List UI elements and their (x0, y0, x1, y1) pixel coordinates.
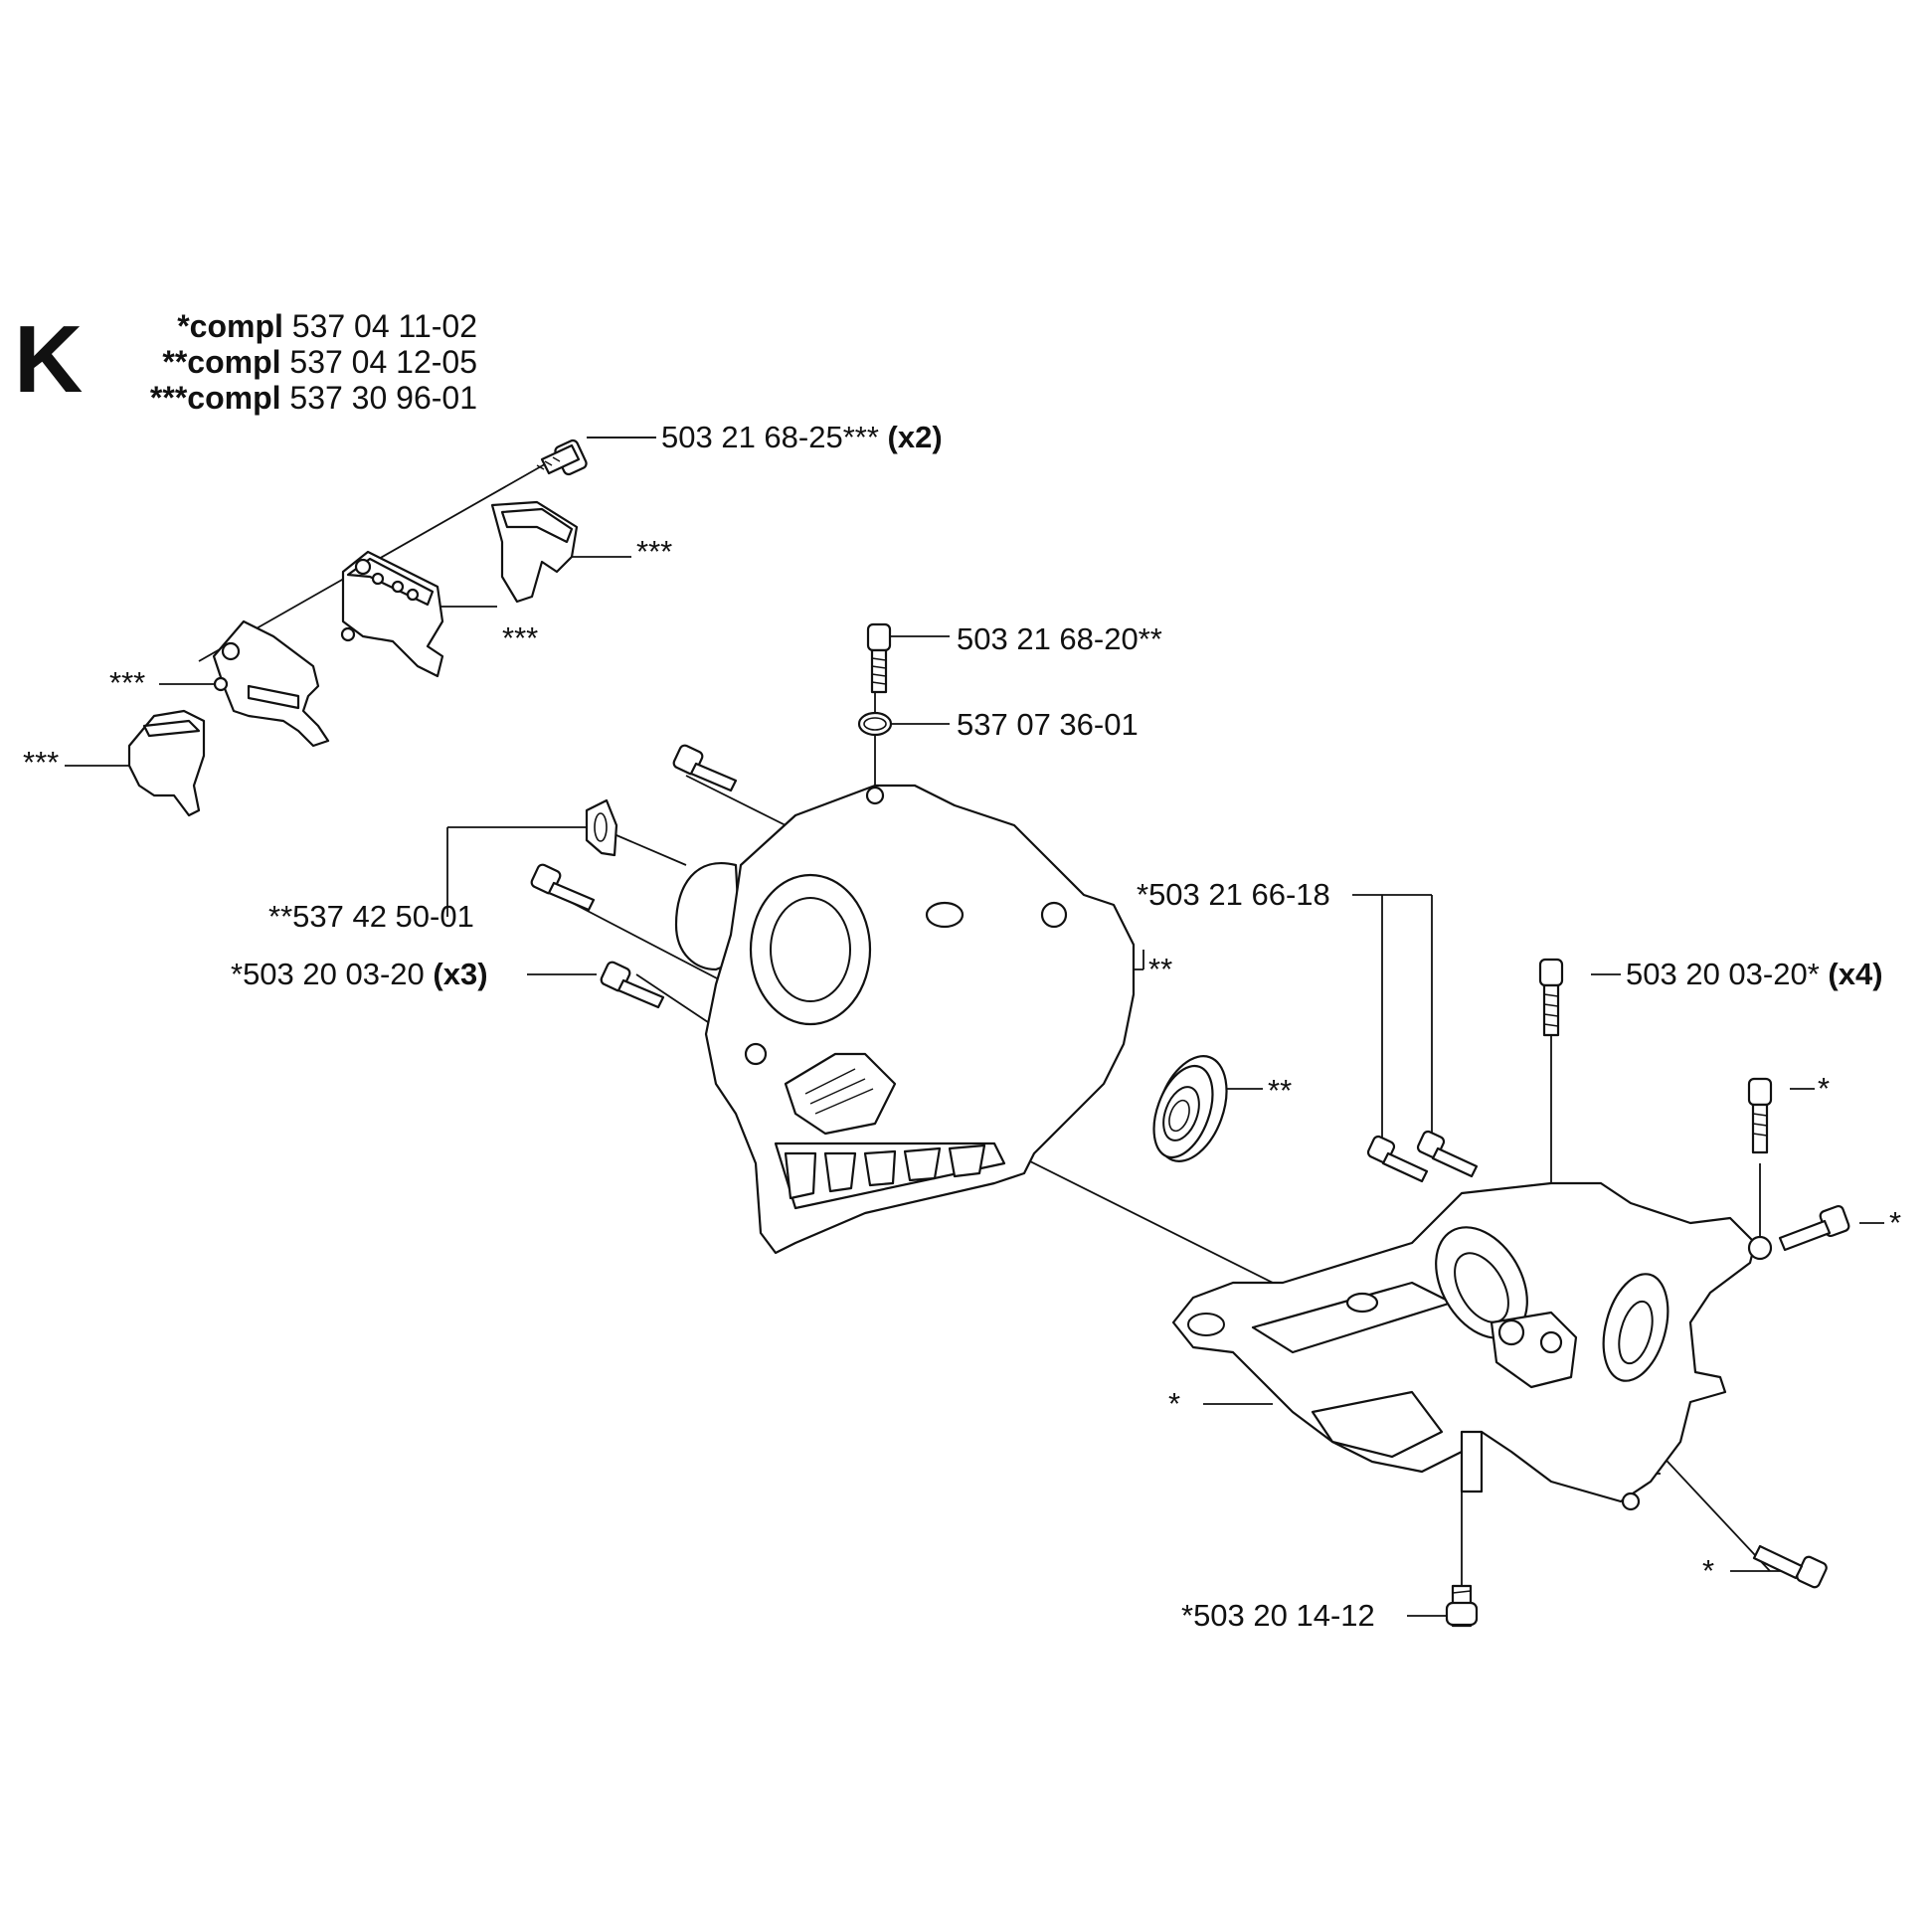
plate-537-42-50-01 (585, 798, 618, 857)
screw-503-21-66-18-b (1416, 1130, 1479, 1178)
screw-503-20-03-20-x3 (600, 961, 665, 1009)
circlip-537-07-36-01 (857, 711, 893, 737)
callout-503-21-68-20: 503 21 68-20** (957, 621, 1162, 656)
clamp-middle (340, 550, 444, 678)
callout-503-20-14-12: *503 20 14-12 (1181, 1598, 1375, 1633)
callout-triple-star: *** (23, 745, 60, 780)
legend: *compl 537 04 11-02 **compl 537 04 12-05… (99, 308, 477, 416)
screw-503-21-68-25 (536, 439, 588, 476)
callout-503-20-03-20-x4: 503 20 03-20* (x4) (1626, 957, 1883, 991)
legend-row: *compl 537 04 11-02 (177, 308, 477, 344)
screw-bottom-right (1752, 1544, 1828, 1589)
callout-537-07-36-01: 537 07 36-01 (957, 707, 1139, 742)
callout-single-star: * (1818, 1071, 1831, 1106)
callout-single-star: * (1702, 1553, 1715, 1588)
callout-503-21-68-25: 503 21 68-25*** (x2) (661, 420, 943, 454)
clamp-left (212, 619, 330, 748)
crankcase-half-right (1171, 1181, 1773, 1511)
screw-top-right (1747, 1077, 1773, 1154)
screw-503-21-68-20 (866, 622, 892, 694)
section-letter: K (14, 306, 84, 413)
callout-triple-star: *** (502, 620, 539, 655)
callout-double-star: ** (1268, 1073, 1293, 1108)
screw-mid-upper (672, 744, 738, 792)
screw-right-side (1778, 1204, 1850, 1252)
screw-503-21-66-18-a (1366, 1135, 1429, 1183)
bearing (1152, 1055, 1228, 1162)
callout-triple-star: *** (109, 665, 146, 700)
bracket-upper-right (490, 500, 579, 604)
legend-row: ***compl 537 30 96-01 (149, 380, 477, 416)
callout-503-21-66-18: *503 21 66-18 (1137, 877, 1330, 912)
callout-503-20-03-20-x3: *503 20 03-20 (x3) (231, 957, 488, 991)
callout-single-star: * (1168, 1386, 1181, 1421)
screw-503-20-14-12 (1445, 1584, 1479, 1628)
callout-537-42-50-01: **537 42 50-01 (268, 899, 474, 934)
screw-503-20-03-20-x4 (1538, 958, 1564, 1037)
callout-triple-star: *** (636, 534, 673, 569)
legend-row: **compl 537 04 12-05 (162, 344, 477, 380)
half-sleeve (127, 709, 206, 817)
callout-single-star: * (1889, 1205, 1902, 1240)
callout-double-star: ** (1148, 952, 1173, 986)
crankcase-half (674, 784, 1136, 1255)
screw-mid-left (530, 863, 596, 912)
